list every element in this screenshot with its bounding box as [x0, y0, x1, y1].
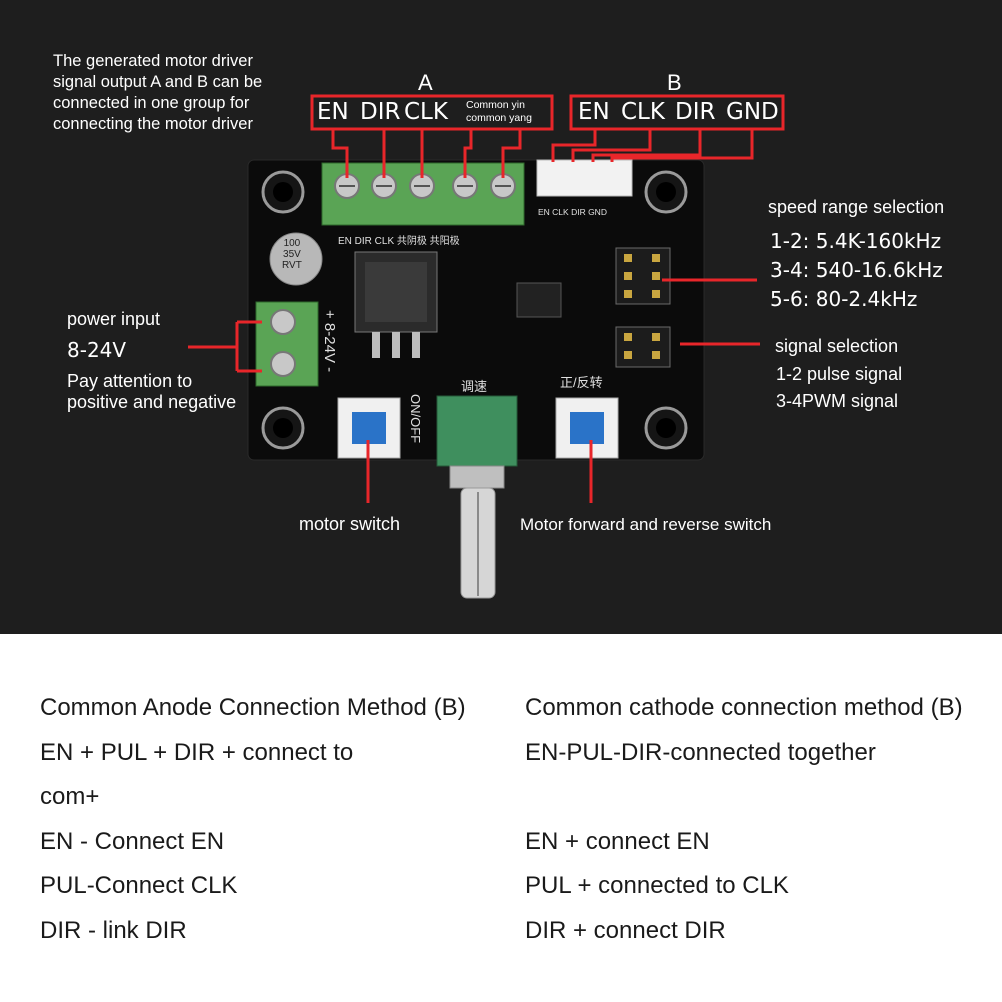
speed-silkscreen: 调速: [461, 379, 488, 394]
header-silkscreen: EN CLK DIR GND: [538, 207, 607, 217]
header-b: [536, 159, 633, 197]
cathode-line: DIR + connect DIR: [525, 916, 726, 944]
driver-note-line: connected in one group for: [53, 94, 250, 112]
speed-range-item: 1-2: 5.4K-160kHz: [770, 229, 942, 253]
power-silkscreen: + 8-24V -: [321, 310, 338, 373]
group-b-pin-gnd: GND: [726, 99, 779, 125]
anode-line: PUL-Connect CLK: [40, 872, 238, 899]
group-a-pin-dir: DIR: [360, 99, 401, 125]
cathode-line: [525, 775, 963, 820]
driver-note-line: signal output A and B can be: [53, 73, 263, 91]
cathode-method: Common cathode connection method (B) EN-…: [525, 686, 963, 953]
speed-range-title: speed range selection: [768, 197, 945, 217]
potentiometer: [436, 395, 518, 467]
cathode-line: PUL + connected to CLK: [525, 872, 789, 899]
motor-switch-button: [352, 412, 386, 444]
product-photo: The generated motor driver signal output…: [0, 0, 1002, 634]
cathode-heading: Common cathode connection method (B): [525, 694, 963, 721]
anode-line: com+: [40, 783, 100, 810]
group-a-pin-clk: CLK: [404, 99, 448, 125]
speed-range-item: 3-4: 540-16.6kHz: [770, 258, 943, 282]
group-b-box: [569, 94, 785, 131]
signal-selection-title: signal selection: [775, 336, 899, 356]
group-a-title: A: [418, 70, 433, 95]
mounting-holes: [261, 170, 688, 450]
speed-range-item: 5-6: 80-2.4kHz: [770, 287, 918, 311]
common-note-line: common yang: [466, 112, 532, 124]
signal-selection-item: 1-2 pulse signal: [776, 364, 903, 384]
group-b-pin-dir: DIR: [675, 99, 716, 125]
direction-switch-button: [570, 412, 604, 444]
driver-ic: [516, 282, 562, 318]
cathode-line: EN-PUL-DIR-connected together: [525, 738, 876, 766]
anode-line: EN + PUL + DIR + connect to: [40, 738, 354, 766]
anode-line: DIR - link DIR: [40, 916, 187, 944]
capacitor: [269, 232, 323, 286]
anode-method: Common Anode Connection Method (B) EN + …: [40, 686, 466, 953]
driver-note: The generated motor driver signal output…: [53, 51, 262, 135]
power-input-title: power input: [67, 309, 161, 329]
group-a-common-note: Common yin common yang: [466, 99, 532, 125]
anode-heading: Common Anode Connection Method (B): [40, 694, 466, 721]
direction-switch-label: Motor forward and reverse switch: [520, 515, 772, 534]
common-note-line: Common yin: [466, 99, 525, 111]
terminal-silkscreen: EN DIR CLK 共阴极 共阳极: [338, 236, 460, 247]
capacitor-marking: 100 35V RVT: [282, 238, 302, 271]
capacitor-marking-line: RVT: [282, 260, 302, 271]
group-b-pin-clk: CLK: [621, 99, 665, 125]
connection-methods: Common Anode Connection Method (B) EN + …: [0, 634, 1002, 1002]
on-off-silkscreen: ON/OFF: [408, 394, 423, 444]
driver-note-line: The generated motor driver: [53, 52, 253, 70]
board-illustration: [188, 94, 785, 599]
group-a-pin-en: EN: [317, 99, 349, 125]
cathode-line: EN + connect EN: [525, 827, 710, 855]
capacitor-marking-line: 100: [283, 238, 301, 249]
callout-lines: [188, 94, 785, 503]
forward-reverse-silkscreen: 正/反转: [560, 375, 603, 390]
power-input-note: positive and negative: [67, 392, 237, 412]
group-b-pin-en: EN: [578, 99, 610, 125]
anode-line: EN - Connect EN: [40, 827, 225, 855]
power-input-voltage: 8-24V: [67, 338, 127, 362]
capacitor-marking-line: 35V: [283, 249, 301, 260]
group-a-box: [310, 94, 554, 131]
power-input-note: Pay attention to: [67, 371, 193, 391]
driver-note-line: connecting the motor driver: [53, 115, 253, 133]
group-b-title: B: [667, 70, 682, 95]
signal-selection-item: 3-4PWM signal: [776, 391, 899, 411]
motor-switch-label: motor switch: [299, 514, 401, 534]
